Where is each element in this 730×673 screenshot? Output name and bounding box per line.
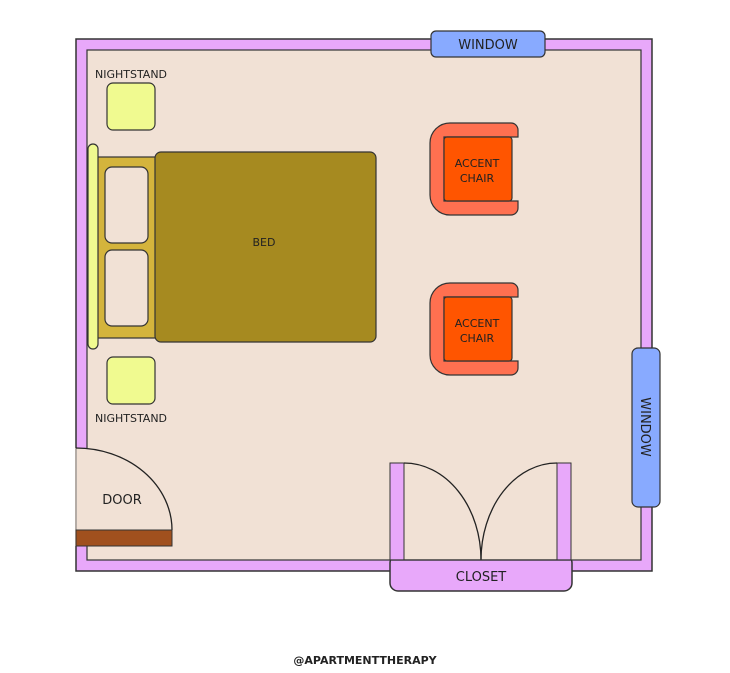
door-panel[interactable] — [75, 529, 173, 547]
accent-chair-top: ACCENT CHAIR — [429, 122, 519, 216]
pillow-bottom — [104, 249, 149, 327]
window-top-label: WINDOW — [458, 38, 518, 53]
accent-chair-top-label-2: CHAIR — [460, 172, 495, 185]
credit-text: @APARTMENTTHERAPY — [293, 654, 437, 667]
window-top — [430, 30, 546, 58]
pillow-top — [104, 166, 149, 244]
accent-chair-top-label-1: ACCENT — [455, 157, 500, 170]
accent-chair-bottom-label-2: CHAIR — [460, 332, 495, 345]
nightstand-top-label: NIGHTSTAND — [95, 68, 167, 81]
door-label: DOOR — [102, 493, 142, 508]
window-right-label: WINDOW — [637, 397, 652, 457]
nightstand-bottom-label: NIGHTSTAND — [95, 412, 167, 425]
closet-label: CLOSET — [456, 570, 507, 585]
accent-chair-bottom-label-1: ACCENT — [455, 317, 500, 330]
closet-jamb-left — [389, 462, 405, 561]
door-swing-arc — [75, 447, 173, 531]
closet-door-right-arc — [480, 462, 558, 561]
bed — [154, 151, 377, 343]
nightstand-bottom — [106, 356, 156, 405]
window-right — [631, 347, 661, 508]
nightstand-top — [106, 82, 156, 131]
closet-jamb-right — [556, 462, 572, 561]
bed-label: BED — [253, 236, 276, 249]
closet-door-left-arc — [403, 462, 482, 561]
accent-chair-bottom: ACCENT CHAIR — [429, 282, 519, 376]
door-opening — [75, 448, 88, 546]
headboard — [87, 143, 99, 350]
